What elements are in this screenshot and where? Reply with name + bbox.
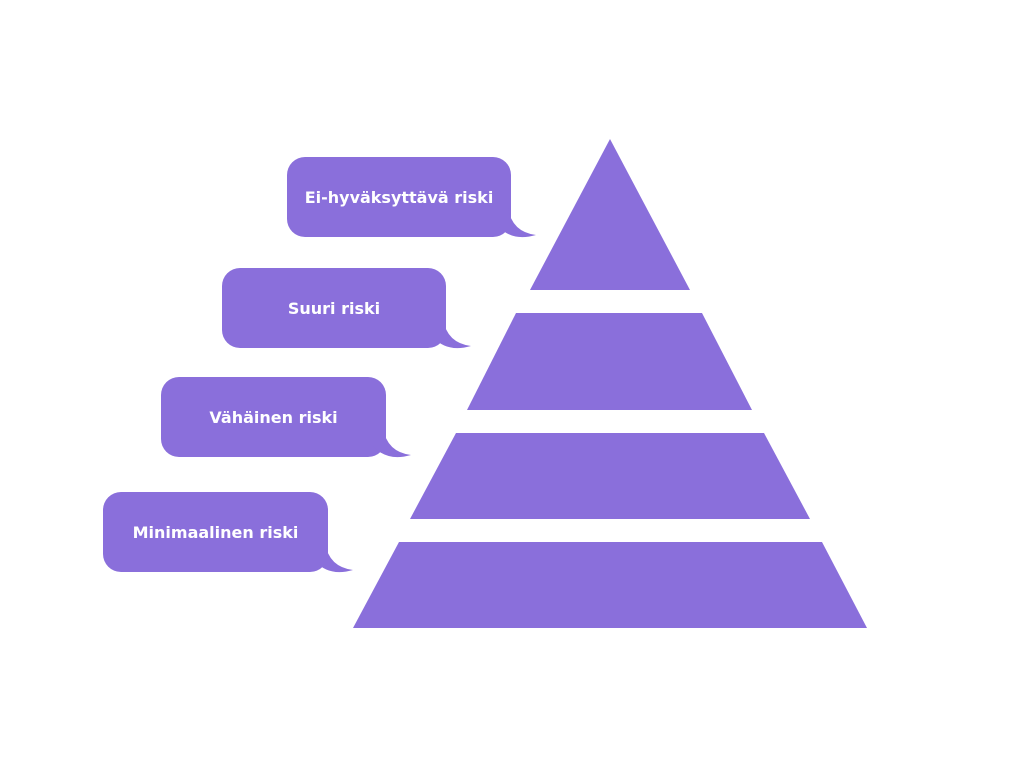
pyramid-tier-3: [410, 433, 810, 519]
speech-bubble-unacceptable-risk: Ei-hyväksyttävä riski: [287, 157, 511, 237]
speech-bubble-high-risk: Suuri riski: [222, 268, 446, 348]
speech-bubble-tail: [373, 428, 411, 458]
pyramid-tier-2: [467, 313, 752, 410]
level-label: Ei-hyväksyttävä riski: [304, 187, 494, 207]
speech-bubble-tail: [433, 319, 471, 349]
speech-bubble-tail: [498, 208, 536, 238]
speech-bubble-limited-risk: Vähäinen riski: [161, 377, 386, 457]
speech-bubble-tail: [315, 543, 353, 573]
level-label: Suuri riski: [287, 298, 381, 318]
level-label: Vähäinen riski: [209, 407, 338, 427]
pyramid-tier-4: [353, 542, 867, 628]
level-label: Minimaalinen riski: [132, 522, 299, 542]
pyramid-tier-1: [530, 139, 690, 290]
speech-bubble-minimal-risk: Minimaalinen riski: [103, 492, 328, 572]
